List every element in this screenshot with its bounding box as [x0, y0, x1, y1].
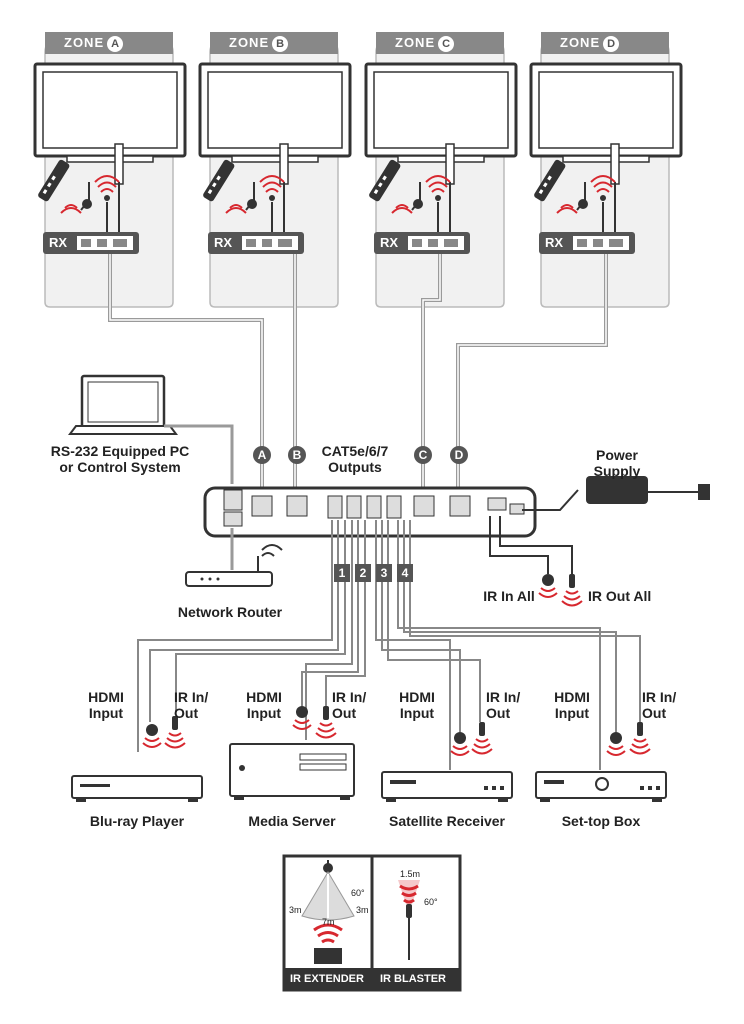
pc-label: RS-232 Equipped PC or Control System [50, 443, 190, 475]
blaster-angle: 60° [424, 897, 438, 907]
source-2-name: Media Server [248, 813, 336, 829]
input-4-badge: 4 [397, 564, 413, 582]
source-3-ir-label: IR In/ Out [486, 689, 521, 721]
power-supply-icon [522, 476, 710, 511]
rs232-cable [164, 424, 234, 484]
extender-side-right: 3m [356, 905, 369, 915]
set-top-box-icon [535, 771, 667, 802]
port-a-badge: A [253, 446, 271, 464]
zone-b-panel [198, 30, 352, 309]
source-2-ir-label: IR In/ Out [332, 689, 367, 721]
source-1-name: Blu-ray Player [89, 813, 185, 829]
source-3-hdmi-label: HDMI Input [399, 689, 435, 721]
ir-in-all-label: IR In All [483, 588, 535, 604]
input-3-badge: 3 [376, 564, 392, 582]
ir-blaster-label: IR BLASTER [380, 973, 446, 985]
media-server-icon [229, 743, 355, 800]
input-1-badge: 1 [334, 564, 350, 582]
zone-b-badge: B [272, 36, 289, 52]
ir-extender-label: IR EXTENDER [290, 973, 364, 985]
ir-out-all-label: IR Out All [588, 588, 652, 604]
source-3-name: Satellite Receiver [389, 813, 505, 829]
zone-a-rx-label: RX [49, 235, 68, 250]
source-4-name: Set-top Box [561, 813, 641, 829]
router-icon [185, 544, 283, 587]
router-label: Network Router [177, 604, 283, 620]
source-1-hdmi-label: HDMI Input [88, 689, 124, 721]
outputs-label: CAT5e/6/7 Outputs [321, 443, 389, 475]
blaster-distance: 1.5m [400, 869, 421, 879]
port-b-badge: B [288, 446, 306, 464]
source-4-ir-label: IR In/ Out [642, 689, 677, 721]
source-4-hdmi-label: HDMI Input [554, 689, 590, 721]
zone-d-rx-label: RX [545, 235, 564, 250]
input-2-badge: 2 [355, 564, 371, 582]
source-2-hdmi-label: HDMI Input [246, 689, 282, 721]
zone-c-rx-label: RX [380, 235, 399, 250]
ir-legend [282, 854, 462, 992]
extender-side-left: 3m [289, 905, 302, 915]
ir-out-all-icon [561, 573, 583, 607]
port-c-badge: C [414, 446, 432, 464]
zone-a-badge: A [107, 36, 124, 52]
extender-angle: 60° [351, 888, 365, 898]
power-supply-label: Power Supply [593, 447, 641, 479]
laptop-icon [68, 374, 178, 435]
zone-d-badge: D [603, 36, 620, 52]
port-d-badge: D [450, 446, 468, 464]
extender-distance: 7m [322, 917, 335, 927]
bluray-player-icon [71, 775, 203, 802]
source-1-ir-label: IR In/ Out [174, 689, 209, 721]
zone-c-badge: C [438, 36, 455, 52]
satellite-receiver-icon [381, 771, 513, 802]
zone-b-rx-label: RX [214, 235, 233, 250]
matrix-switcher [203, 486, 537, 538]
